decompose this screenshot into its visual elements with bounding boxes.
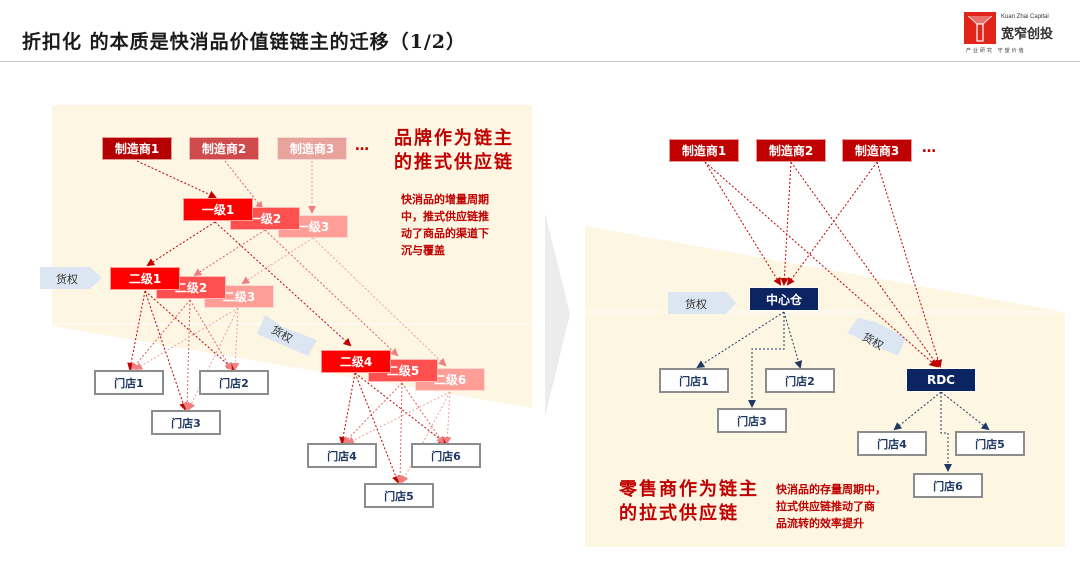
right-heading: 零售商作为链主 的拉式供应链: [619, 478, 759, 526]
left-level2-1: 二级1: [110, 267, 180, 290]
edge: [354, 372, 400, 484]
left-description-line: 中，推式供应链推: [401, 210, 489, 223]
edge: [396, 382, 405, 484]
edge: [748, 312, 785, 408]
logo-slogan: 产业研究 守望价值: [966, 48, 1026, 54]
ownership-arrow-left-2: [257, 315, 317, 356]
right-store-5: 门店5: [955, 431, 1025, 456]
edge: [893, 391, 942, 431]
edge: [214, 221, 352, 347]
edge: [241, 237, 314, 285]
edge: [146, 221, 216, 267]
right-heading-line1: 零售商作为链主: [619, 479, 759, 500]
right-store-3: 门店3: [717, 408, 787, 433]
edge: [188, 307, 239, 411]
edge: [786, 161, 878, 286]
left-description-line: 沉与覆盖: [401, 244, 445, 257]
edge: [790, 161, 940, 368]
right-manufacturer-1: 制造商1: [669, 139, 739, 162]
left-ownership-label-1: 货权: [56, 273, 78, 286]
left-store-2: 门店2: [199, 370, 269, 395]
edge: [346, 391, 451, 444]
right-store-4: 门店4: [857, 431, 927, 456]
logo-mark-icon: [964, 12, 996, 44]
left-description: 快消品的增量周期 中，推式供应链推 动了商品的渠道下 沉与覆盖: [401, 191, 489, 259]
edge: [127, 290, 146, 371]
left-manufacturer-ellipsis: …: [355, 138, 369, 154]
right-description: 快消品的存量周期中， 拉式供应链推动了商 品流转的效率提升: [776, 481, 886, 532]
right-store-1: 门店1: [659, 368, 729, 393]
edge: [401, 391, 451, 484]
left-manufacturer-1: 制造商1: [102, 137, 172, 160]
edge: [443, 391, 452, 445]
left-level2-4: 二级4: [321, 350, 391, 373]
left-store-1: 门店1: [94, 370, 164, 395]
left-description-line: 快消品的增量周期: [401, 193, 489, 206]
edge: [780, 161, 792, 286]
right-description-line: 拉式供应链推动了商: [776, 500, 875, 513]
right-store-6: 门店6: [913, 473, 983, 498]
transition-chevron-icon: [545, 213, 570, 417]
right-description-line: 品流转的效率提升: [776, 517, 864, 530]
left-heading-line2: 的推式供应链: [394, 152, 514, 173]
ownership-arrow-right-2: [847, 318, 906, 356]
right-store-2: 门店2: [765, 368, 835, 393]
edge: [696, 311, 785, 369]
right-heading-line2: 的拉式供应链: [619, 503, 739, 524]
right-manufacturer-2: 制造商2: [756, 139, 826, 162]
central-warehouse-node: 中心仓: [749, 287, 819, 311]
edge: [940, 391, 990, 431]
right-ownership-label-1: 货权: [685, 298, 707, 311]
left-level1-1: 一级1: [183, 198, 253, 221]
right-manufacturer-ellipsis: …: [922, 140, 936, 156]
left-store-4: 门店4: [307, 443, 377, 468]
edge: [189, 299, 233, 371]
edge: [339, 372, 356, 445]
left-store-3: 门店3: [151, 410, 221, 435]
left-panel-bg: [52, 105, 532, 408]
edge: [144, 290, 187, 411]
left-description-line: 动了商品的渠道下: [401, 227, 489, 240]
right-manufacturer-3: 制造商3: [842, 139, 912, 162]
edge: [401, 382, 445, 445]
logo-chinese: 宽窄创投: [1001, 27, 1054, 42]
edge: [224, 160, 264, 210]
edge: [783, 311, 803, 369]
left-store-5: 门店5: [364, 483, 434, 508]
left-manufacturer-2: 制造商2: [189, 137, 259, 160]
left-manufacturer-3: 制造商3: [277, 137, 347, 160]
logo-english: Kuan Zhai Capital: [1001, 14, 1049, 20]
left-heading: 品牌作为链主 的推式供应链: [394, 127, 514, 175]
edge: [876, 161, 943, 368]
edge: [193, 229, 266, 277]
page-title: 折扣化 的本质是快消品价值链链主的迁移（1/2）: [22, 31, 466, 53]
edge: [130, 299, 191, 371]
rdc-node: RDC: [906, 368, 976, 392]
right-description-line: 快消品的存量周期中，: [776, 483, 886, 496]
edge: [940, 392, 952, 472]
edge: [312, 237, 447, 367]
edge: [704, 161, 938, 368]
edge: [342, 382, 403, 445]
company-logo: Kuan Zhai Capital 宽窄创投 产业研究 守望价值: [962, 10, 1072, 55]
edge: [354, 372, 447, 445]
ownership-arrow-right-1: [668, 292, 736, 314]
header-divider: [0, 61, 1080, 62]
left-store-6: 门店6: [411, 443, 481, 468]
left-heading-line1: 品牌作为链主: [394, 128, 514, 149]
edge: [144, 290, 235, 371]
ownership-arrow-left-1: [40, 267, 102, 289]
